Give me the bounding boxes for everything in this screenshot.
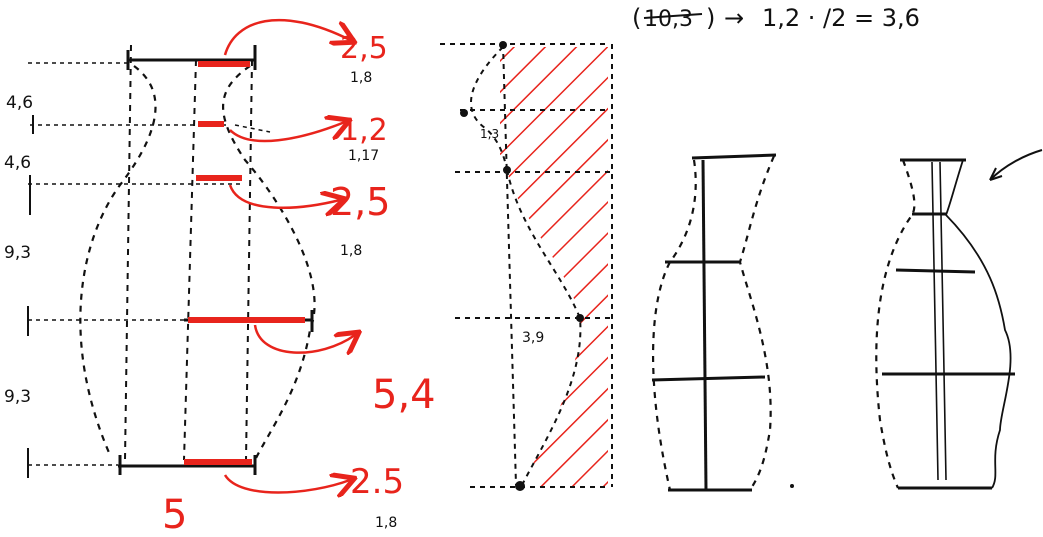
measure-sub: 1,17: [348, 148, 379, 164]
height-label: 9,3: [4, 387, 31, 407]
vase-lines: [651, 153, 777, 492]
struck-value: 10,3: [644, 7, 693, 32]
solid-measures: [118, 45, 314, 475]
measure-value: 2.5: [350, 462, 404, 502]
vase-outline: [652, 155, 776, 491]
measure-value: 2,5: [330, 180, 390, 224]
pointer-arrow: [989, 149, 1043, 181]
vase-lines: [882, 158, 1015, 490]
formula-expr: 1,2 · /2 = 3,6: [762, 4, 920, 32]
middle-vase-drawing: [651, 153, 794, 492]
red-measure-labels: 2,5 1,2 2,5 5,4 2.5: [330, 31, 436, 502]
measure-sub: 1,8: [375, 515, 397, 531]
svg-text:(: (: [632, 4, 641, 32]
profile-guides: [440, 43, 613, 488]
dimension-lines: [28, 62, 271, 466]
right-vase-drawing: [875, 149, 1043, 490]
measure-value: 1,2: [340, 113, 388, 148]
height-label: 9,3: [4, 243, 31, 263]
measure-sub: 1,8: [350, 70, 372, 86]
arrow: →: [724, 4, 744, 32]
left-vase-drawing: 4,6 4,6 9,3 9,3 2,5 1,2 2,5 5,4 2.5 1,8 …: [4, 18, 436, 537]
profile-label: 3,9: [522, 330, 544, 346]
tick-marks: [27, 115, 34, 478]
measure-sub: 1,8: [340, 243, 362, 259]
profile-labels: 1,3 3,9: [480, 127, 544, 346]
vase-right-outline: [944, 159, 1012, 489]
measure-value: 2,5: [340, 31, 388, 66]
red-arrows: [223, 18, 355, 492]
red-segments: [184, 61, 305, 465]
vase-outline: [875, 159, 916, 489]
base-label: 5: [162, 492, 187, 537]
top-formula: ( 10,3 ) → 1,2 · /2 = 3,6: [632, 4, 920, 32]
vase-outline: [79, 65, 316, 461]
profile-drawing: 1,3 3,9: [440, 41, 613, 491]
height-label: 4,6: [6, 93, 33, 113]
hatched-area: [500, 47, 608, 487]
profile-label: 1,3: [480, 127, 499, 141]
profile-points: [460, 41, 584, 491]
height-labels: 4,6 4,6 9,3 9,3: [4, 93, 33, 407]
vertical-guides: [124, 44, 253, 461]
height-label: 4,6: [4, 153, 31, 173]
vase-center-stem: [931, 161, 947, 481]
svg-text:): ): [706, 4, 715, 32]
pointer-arrowhead: [989, 167, 1003, 181]
measure-value: 5,4: [372, 372, 436, 418]
sub-measure-labels: 1,8 1,17 1,8 1,8: [340, 70, 397, 531]
